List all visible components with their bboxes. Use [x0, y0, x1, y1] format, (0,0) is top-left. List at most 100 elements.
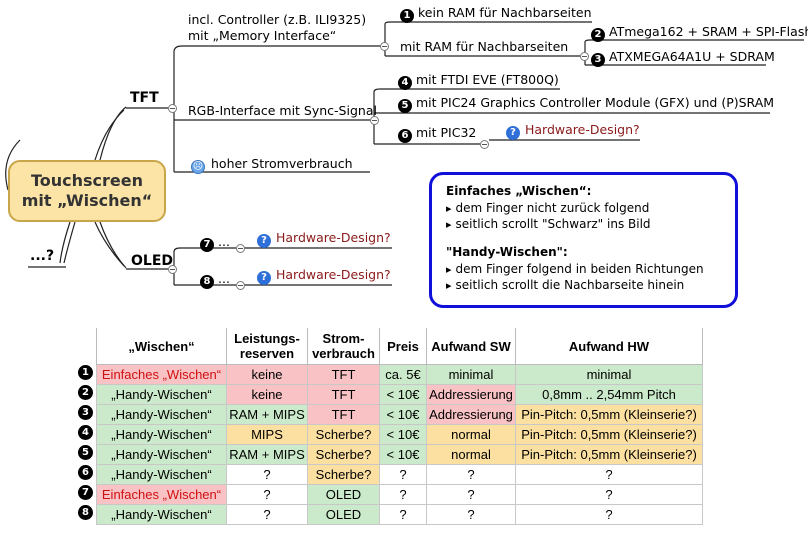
- root-node[interactable]: Touchscreen mit „Wischen“: [8, 160, 166, 222]
- cell-strom: Scherbe?: [307, 424, 380, 445]
- question-icon: ?: [257, 234, 271, 248]
- controller-label-2[interactable]: mit „Memory Interface“: [188, 28, 337, 43]
- option-6-link[interactable]: ?Hardware-Design?: [506, 123, 640, 140]
- col-header-aufwand-sw: Aufwand SW: [426, 328, 516, 365]
- with-ram-collapse-toggle[interactable]: [580, 52, 589, 61]
- cell-aufwand-sw: ?: [426, 504, 516, 525]
- cell-preis: ca. 5€: [379, 364, 427, 385]
- cell-preis: < 10€: [379, 424, 427, 445]
- comparison-table: „Wischen“ Leistungs-reserven Strom-verbr…: [96, 328, 703, 525]
- cell-preis: ?: [379, 464, 427, 485]
- row-8-num-icon: 8: [78, 505, 93, 520]
- option-1[interactable]: 1 kein RAM für Nachbarseiten: [400, 5, 592, 23]
- cell-aufwand-hw: ?: [515, 484, 703, 505]
- option-8-link-label: Hardware-Design?: [276, 267, 391, 282]
- col-header-aufwand-hw: Aufwand HW: [515, 328, 703, 365]
- power-node[interactable]: ☹ hoher Stromverbrauch: [191, 156, 353, 174]
- col-header-strom: Strom-verbrauch: [307, 328, 380, 365]
- row-4-num-icon: 4: [78, 425, 93, 440]
- row-5-num-icon: 5: [78, 445, 93, 460]
- with-ram-node[interactable]: mit RAM für Nachbarseiten: [400, 39, 569, 54]
- note-box[interactable]: Einfaches „Wischen“: dem Finger nicht zu…: [429, 172, 738, 308]
- num-badge-icon: 6: [398, 129, 412, 143]
- power-label: hoher Stromverbrauch: [211, 156, 353, 171]
- tft-node[interactable]: TFT: [130, 90, 159, 106]
- option-7-collapse-toggle[interactable]: [236, 244, 245, 253]
- option-8-link[interactable]: ? Hardware-Design?: [257, 267, 391, 285]
- cell-wischen: „Handy-Wischen“: [96, 404, 227, 425]
- row-2-num-icon: 2: [78, 385, 93, 400]
- option-7-link-label: Hardware-Design?: [276, 230, 391, 245]
- option-8[interactable]: 8...: [200, 271, 230, 289]
- rgb-collapse-toggle[interactable]: [370, 116, 379, 125]
- note-bullet-2: seitlich scrollt "Schwarz" ins Bild: [446, 217, 735, 231]
- option-8-label: ...: [218, 271, 230, 286]
- option-6-label: mit PIC32: [416, 125, 477, 140]
- cell-strom: OLED: [307, 484, 380, 505]
- cell-wischen: „Handy-Wischen“: [96, 444, 227, 465]
- rgb-node[interactable]: RGB-Interface mit Sync-Signal: [188, 103, 377, 118]
- option-7-label: ...: [218, 234, 230, 249]
- cell-strom: TFT: [307, 364, 380, 385]
- cell-strom: Scherbe?: [307, 464, 380, 485]
- option-8-collapse-toggle[interactable]: [236, 281, 245, 290]
- row-7-num-icon: 7: [78, 485, 93, 500]
- oled-node[interactable]: OLED: [131, 253, 174, 269]
- cell-reserven: RAM + MIPS: [226, 404, 308, 425]
- table-row: Einfaches „Wischen“ keine TFT ca. 5€ min…: [96, 364, 703, 385]
- option-5-label: mit PIC24 Graphics Controller Module (GF…: [416, 95, 775, 110]
- cell-aufwand-sw: ?: [426, 484, 516, 505]
- num-badge-icon: 3: [591, 53, 605, 67]
- controller-label-1[interactable]: incl. Controller (z.B. ILI9325): [188, 12, 367, 27]
- sad-face-icon: ☹: [191, 160, 205, 174]
- cell-reserven: keine: [226, 364, 308, 385]
- table-row: „Handy-Wischen“ RAM + MIPS Scherbe? < 10…: [96, 444, 703, 465]
- table-row: „Handy-Wischen“ RAM + MIPS TFT < 10€ Add…: [96, 404, 703, 425]
- cell-aufwand-hw: minimal: [515, 364, 703, 385]
- option-6-collapse-toggle[interactable]: [480, 140, 489, 149]
- table-header-row: „Wischen“ Leistungs-reserven Strom-verbr…: [96, 328, 703, 365]
- cell-reserven: RAM + MIPS: [226, 444, 308, 465]
- col-header-wischen: „Wischen“: [96, 328, 227, 365]
- num-badge-icon: 8: [200, 275, 214, 289]
- option-3[interactable]: 3 ATXMEGA64A1U + SDRAM: [591, 49, 775, 67]
- cell-reserven: MIPS: [226, 424, 308, 445]
- note-bullet-1: dem Finger nicht zurück folgend: [446, 201, 735, 215]
- option-6[interactable]: 6 mit PIC32: [398, 125, 477, 143]
- num-badge-icon: 4: [398, 76, 412, 90]
- option-7[interactable]: 7...: [200, 234, 230, 252]
- cell-preis: ?: [379, 504, 427, 525]
- option-1-label: kein RAM für Nachbarseiten: [418, 5, 592, 20]
- cell-strom: Scherbe?: [307, 444, 380, 465]
- cell-aufwand-hw: Pin-Pitch: 0,5mm (Kleinserie?): [515, 404, 703, 425]
- note-heading-1: Einfaches „Wischen“:: [446, 184, 592, 198]
- note-heading-2: "Handy-Wischen":: [446, 245, 568, 259]
- option-7-link[interactable]: ? Hardware-Design?: [257, 230, 391, 248]
- cell-aufwand-sw: ?: [426, 464, 516, 485]
- table-row: „Handy-Wischen“ ? Scherbe? ? ? ?: [96, 464, 703, 485]
- table-row: „Handy-Wischen“ keine TFT < 10€ Addressi…: [96, 384, 703, 405]
- cell-aufwand-sw: normal: [426, 444, 516, 465]
- cell-reserven: keine: [226, 384, 308, 405]
- question-icon: ?: [506, 126, 520, 140]
- num-badge-icon: 1: [400, 9, 414, 23]
- oled-collapse-toggle[interactable]: [168, 265, 177, 274]
- cell-wischen: „Handy-Wischen“: [96, 464, 227, 485]
- col-header-reserven: Leistungs-reserven: [226, 328, 308, 365]
- root-line-1: Touchscreen: [30, 171, 144, 190]
- cell-preis: < 10€: [379, 384, 427, 405]
- option-4-label: mit FTDI EVE (FT800Q): [416, 72, 559, 87]
- cell-wischen: „Handy-Wischen“: [96, 384, 227, 405]
- cell-wischen: „Handy-Wischen“: [96, 424, 227, 445]
- option-4[interactable]: 4 mit FTDI EVE (FT800Q): [398, 72, 559, 90]
- option-3-label: ATXMEGA64A1U + SDRAM: [609, 49, 775, 64]
- root-line-2: mit „Wischen“: [21, 191, 153, 210]
- question-icon: ?: [257, 271, 271, 285]
- tft-collapse-toggle[interactable]: [168, 104, 177, 113]
- controller-collapse-toggle[interactable]: [380, 42, 389, 51]
- row-6-num-icon: 6: [78, 465, 93, 480]
- cell-aufwand-sw: Addressierung: [426, 384, 516, 405]
- side-node[interactable]: ...?: [30, 248, 55, 264]
